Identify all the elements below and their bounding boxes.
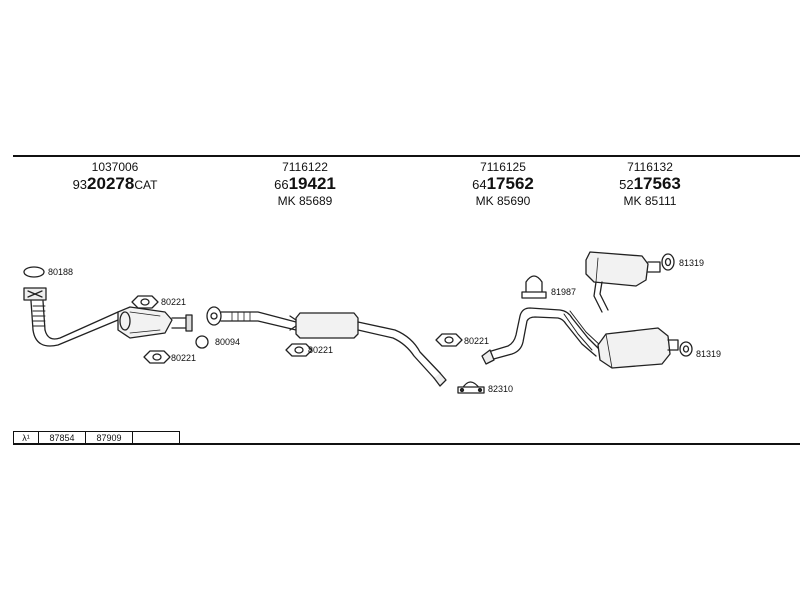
part-header-rear-silencer: 7116132 5217563 MK 85111 (595, 161, 705, 207)
oe-number: 1037006 (91, 160, 139, 174)
part-number: 17563 (633, 174, 681, 193)
lambda-symbol: λ¹ (13, 431, 39, 445)
part-suffix: CAT (134, 178, 158, 192)
part-code: 5217563 (595, 175, 705, 192)
lambda-sensor-table: λ¹ 87854 87909 (13, 431, 180, 445)
ref-label-80221: 80221 (171, 353, 197, 363)
part-number: 19421 (288, 174, 336, 193)
part-code: 6619421 (250, 175, 360, 192)
part-prefix: 64 (472, 177, 487, 192)
part-code: 6417562 (448, 175, 558, 192)
catalyst-inlet-pipe (32, 319, 119, 347)
hanger-81319-b (679, 341, 693, 357)
ref-label-82310: 82310 (488, 384, 514, 394)
part-header-catalyst: 1037006 9320278CAT (60, 161, 170, 192)
ref-label-81319: 81319 (679, 258, 705, 268)
ref-label-80094: 80094 (215, 337, 241, 347)
table-cell (132, 431, 180, 445)
clamp-82310 (457, 381, 485, 394)
bottom-border-line (13, 443, 800, 445)
upper-silencer (585, 251, 649, 287)
mounting-kit: MK 85689 (277, 194, 333, 208)
tail-pipe (593, 281, 609, 313)
part-number: 17562 (486, 174, 534, 193)
front-pipe (220, 311, 297, 331)
gasket-80094 (195, 335, 209, 349)
part-prefix: 93 (72, 177, 88, 192)
part-number: 20278 (87, 174, 135, 193)
mounting-kit: MK 85690 (475, 194, 531, 208)
table-cell: 87854 (38, 431, 86, 445)
middle-outlet-pipe (357, 321, 441, 379)
clamp-81987 (521, 275, 547, 299)
oe-number: 7116122 (282, 160, 328, 174)
front-pipe-flange (206, 306, 222, 326)
part-header-front-pipe: 7116122 6619421 MK 85689 (250, 161, 360, 207)
gasket-80221-a (131, 295, 159, 309)
table-cell: 87909 (85, 431, 133, 445)
ref-label-80221: 80221 (464, 336, 490, 346)
part-prefix: 52 (619, 177, 634, 192)
part-header-middle-silencer: 7116125 6417562 MK 85690 (448, 161, 558, 207)
gasket-80221-c (285, 343, 313, 357)
ref-label-80221: 80221 (308, 345, 334, 355)
ref-label-80221: 80221 (161, 297, 187, 307)
rear-silencer (597, 327, 671, 369)
oe-number: 7116125 (480, 160, 526, 174)
ref-label-81987: 81987 (551, 287, 577, 297)
rear-inlet-pipe (487, 307, 601, 361)
part-code: 9320278CAT (60, 175, 170, 192)
middle-silencer (295, 312, 359, 339)
oe-number: 7116132 (627, 160, 673, 174)
gasket-80188 (23, 266, 45, 278)
ref-label-81319: 81319 (696, 349, 722, 359)
gasket-80221-d (435, 333, 463, 347)
part-prefix: 66 (274, 177, 289, 192)
mounting-kit: MK 85111 (623, 194, 677, 208)
top-border-line (13, 155, 800, 157)
gasket-80221-b (143, 350, 171, 364)
hanger-81319-a (661, 253, 675, 271)
ref-label-80188: 80188 (48, 267, 74, 277)
